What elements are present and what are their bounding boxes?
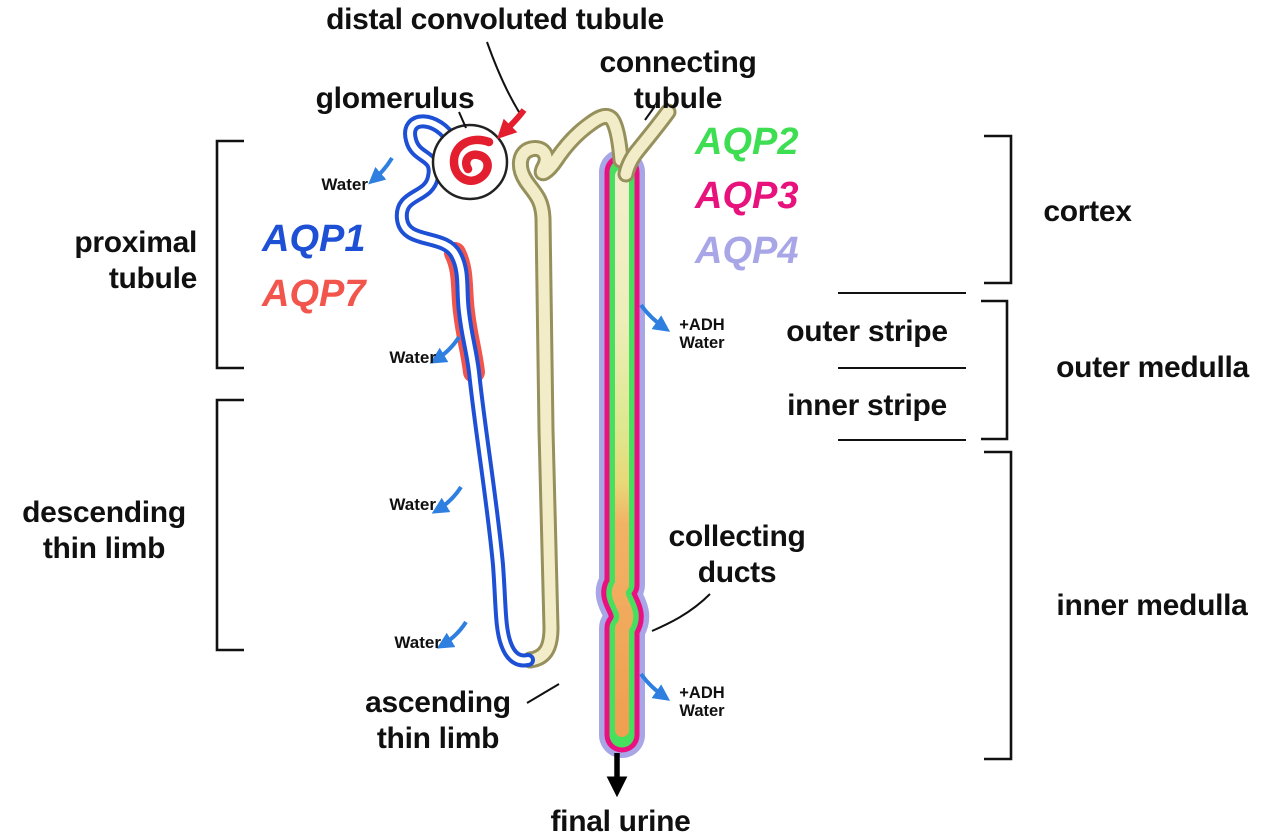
label-aqp7: AQP7 bbox=[262, 273, 366, 315]
label-distal-convoluted-tubule: distal convoluted tubule bbox=[326, 3, 664, 36]
proximal-tubule-descending-limb bbox=[394, 114, 535, 668]
adh-water-arrow-medulla bbox=[639, 672, 671, 701]
proximal-tubule-wall bbox=[394, 114, 535, 668]
label-proximal-tubule: proximal tubule bbox=[74, 226, 197, 295]
label-inner-stripe: inner stripe bbox=[787, 389, 947, 422]
leader-ascending-thin-limb bbox=[526, 683, 560, 704]
bracket-outer-medulla bbox=[981, 299, 1009, 441]
afferent-arteriole-arrow bbox=[496, 108, 527, 140]
label-ascending-thin-limb: ascending thin limb bbox=[365, 686, 511, 755]
water-arrow-descending-upper bbox=[431, 485, 463, 514]
label-water-proximal: Water bbox=[321, 175, 368, 194]
leader-distal-convoluted-tubule bbox=[486, 41, 520, 113]
label-aqp2: AQP2 bbox=[695, 121, 799, 163]
region-brackets bbox=[215, 134, 1013, 761]
bracket-inner-medulla bbox=[984, 450, 1013, 761]
label-cortex: cortex bbox=[1043, 195, 1132, 228]
water-arrow-descending-lower bbox=[436, 620, 468, 649]
label-outer-stripe: outer stripe bbox=[786, 315, 948, 348]
label-water-descending-upper: Water bbox=[389, 495, 436, 514]
label-water-descending-lower: Water bbox=[394, 633, 441, 652]
label-aqp4: AQP4 bbox=[695, 230, 799, 272]
bracket-cortex bbox=[984, 134, 1013, 285]
label-aqp1: AQP1 bbox=[262, 218, 366, 260]
label-inner-medulla: inner medulla bbox=[1056, 589, 1248, 622]
leader-collecting-ducts bbox=[651, 593, 711, 632]
label-water-proximal-straight: Water bbox=[389, 348, 436, 367]
connecting-tubule-lumen bbox=[620, 106, 674, 180]
water-arrows bbox=[368, 156, 671, 701]
label-final-urine: final urine bbox=[550, 805, 691, 838]
proximal-tubule-lumen bbox=[398, 118, 531, 664]
bracket-proximal-tubule bbox=[215, 139, 244, 370]
leader-lines bbox=[458, 41, 711, 704]
ascending-limb-and-distal-tubule bbox=[511, 103, 677, 669]
water-arrow-proximal-straight bbox=[429, 335, 461, 364]
label-outer-medulla: outer medulla bbox=[1056, 351, 1249, 384]
bracket-descending-thin-limb bbox=[215, 398, 244, 652]
ascending-limb-lumen bbox=[514, 110, 627, 666]
glomerulus-capillary-tuft bbox=[449, 135, 494, 185]
label-adh-water-medulla: +ADH Water bbox=[679, 684, 725, 721]
leader-glomerulus bbox=[458, 111, 467, 129]
adh-water-arrow-cortex bbox=[639, 303, 671, 332]
glomerulus-drawing bbox=[431, 108, 527, 201]
leader-connecting-tubule bbox=[644, 105, 656, 121]
label-descending-thin-limb: descending thin limb bbox=[22, 496, 186, 565]
label-adh-water-cortex: +ADH Water bbox=[679, 316, 725, 353]
label-collecting-ducts: collecting ducts bbox=[668, 520, 806, 589]
water-arrow-proximal bbox=[368, 156, 394, 185]
label-aqp3: AQP3 bbox=[695, 175, 799, 217]
collecting-duct bbox=[595, 149, 650, 758]
stripe-divider-lines bbox=[838, 292, 966, 441]
label-glomerulus: glomerulus bbox=[315, 82, 475, 115]
collecting-duct-lumen bbox=[611, 169, 634, 737]
label-connecting-tubule: connecting tubule bbox=[599, 46, 757, 115]
